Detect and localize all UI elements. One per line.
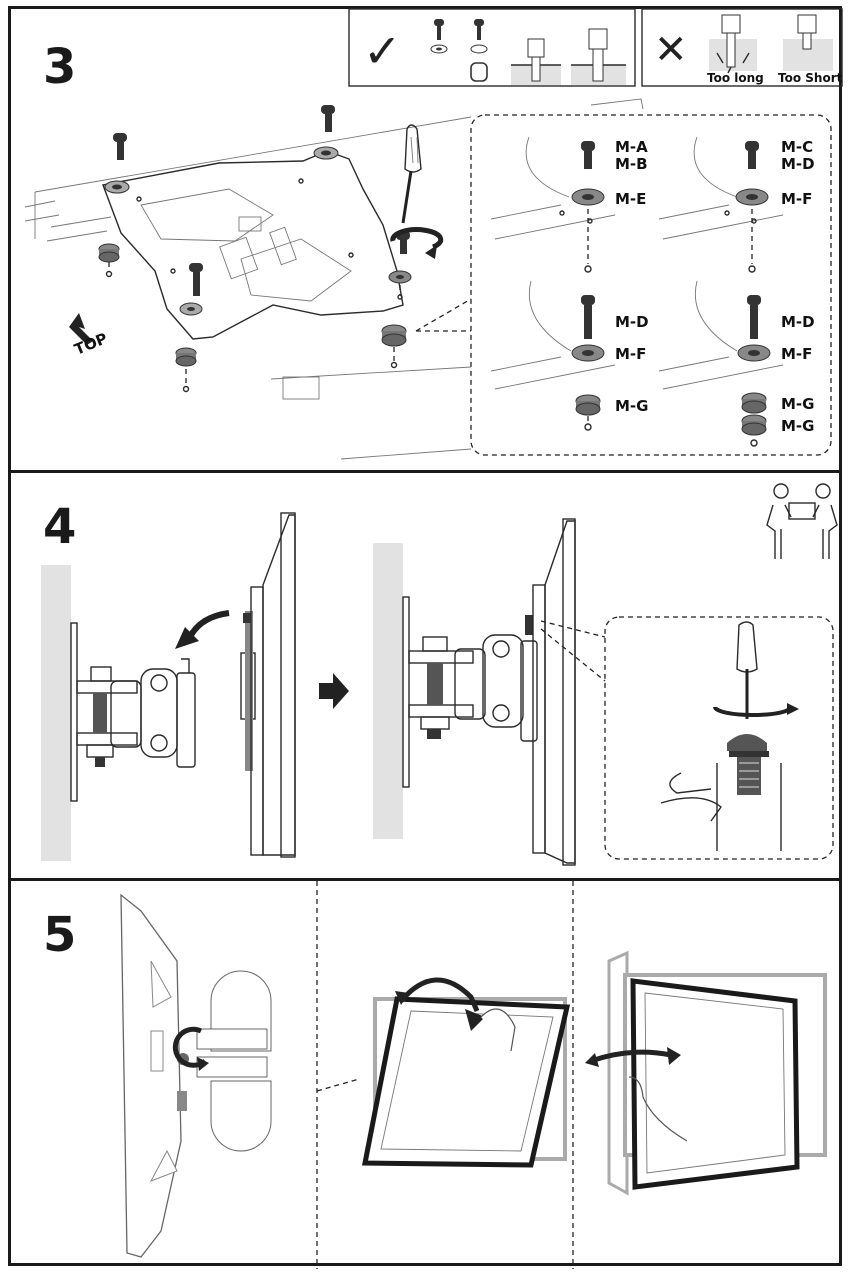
next-arrow-icon <box>319 673 349 709</box>
hardware-label: M-D <box>781 313 815 331</box>
vesa-mounting-plate <box>102 150 404 340</box>
callout-leader <box>415 298 472 332</box>
check-mark-icon: ✓ <box>363 24 402 78</box>
screw-icon <box>430 19 448 54</box>
step-number: 5 <box>43 907 77 963</box>
wall <box>373 543 403 839</box>
step-5-illustration <box>120 881 827 1269</box>
tv-side-mounted <box>532 518 576 866</box>
step-number: 3 <box>43 39 77 95</box>
hardware-label: M-G <box>781 395 814 413</box>
hardware-label: M-F <box>615 345 646 363</box>
tighten-detail <box>660 621 799 851</box>
screw-set <box>313 105 339 160</box>
screw-set <box>179 263 203 316</box>
attach-arrow-icon <box>186 610 230 641</box>
arrow-head <box>175 627 199 649</box>
step-3-panel: 3 ✓ <box>8 6 843 473</box>
rotate-clockwise-icon <box>390 227 444 259</box>
screwdriver-icon <box>401 124 422 224</box>
tv-back-outline <box>24 98 644 460</box>
too-short-label: Too Short <box>778 71 843 85</box>
hardware-label: M-E <box>615 190 646 208</box>
wall <box>41 565 71 861</box>
spacer-stack <box>175 347 197 393</box>
tilt-tv <box>361 996 571 1168</box>
hardware-label: M-G <box>615 397 648 415</box>
callout-leader <box>540 620 606 682</box>
correct-screw-box: ✓ <box>348 8 636 87</box>
step-3-illustration: ✓ <box>24 8 843 460</box>
hardware-label: M-B <box>615 155 648 173</box>
swivel-tv <box>607 950 827 1196</box>
correct-depth-icon <box>511 38 561 85</box>
callout-cell-2: M-C M-D M-F <box>658 136 815 273</box>
rotate-tilt-icon <box>172 1026 209 1071</box>
hardware-label: M-D <box>781 155 815 173</box>
hand-icon <box>628 1076 688 1142</box>
step-4-illustration <box>41 483 838 866</box>
two-person-lift-icon <box>766 483 838 559</box>
tv-side <box>240 512 296 858</box>
spacer-stack <box>98 243 120 278</box>
hand-icon <box>480 1008 516 1052</box>
hardware-label: M-C <box>781 138 813 156</box>
bracket-side-view <box>120 893 272 1258</box>
callout-cell-3: M-D M-F M-G <box>490 280 649 431</box>
tilt-arrow-icon <box>395 977 485 1031</box>
hardware-callout-box <box>470 114 832 456</box>
hardware-label: M-G <box>781 417 814 435</box>
correct-depth-icon <box>571 28 626 85</box>
too-long-label: Too long <box>707 71 764 85</box>
screw-set <box>104 133 130 194</box>
rotate-clockwise-icon <box>713 706 793 717</box>
callout-leader <box>316 1078 360 1092</box>
hardware-label: M-F <box>781 345 812 363</box>
swivel-arrow-icon <box>585 1047 681 1067</box>
step-4-panel: 4 <box>8 470 842 881</box>
hardware-label: M-F <box>781 190 812 208</box>
step-number: 4 <box>43 499 77 555</box>
hardware-label: M-A <box>615 138 648 156</box>
cross-mark-icon: ✕ <box>654 27 688 73</box>
step-5-panel: 5 <box>8 878 842 1269</box>
hardware-label: M-D <box>615 313 649 331</box>
tighten-detail-box <box>604 616 834 860</box>
swivel-arm-mounted <box>402 596 538 788</box>
incorrect-screw-box: ✕ Too long Too Short <box>641 8 843 87</box>
spacer-stack <box>381 324 407 369</box>
screw-spacer-icon <box>470 19 488 82</box>
top-orientation-arrow: TOP <box>69 313 110 359</box>
callout-cell-4: M-D M-F M-G M-G <box>658 280 815 447</box>
swivel-arm <box>70 622 196 802</box>
callout-cell-1: M-A M-B M-E <box>490 136 648 273</box>
